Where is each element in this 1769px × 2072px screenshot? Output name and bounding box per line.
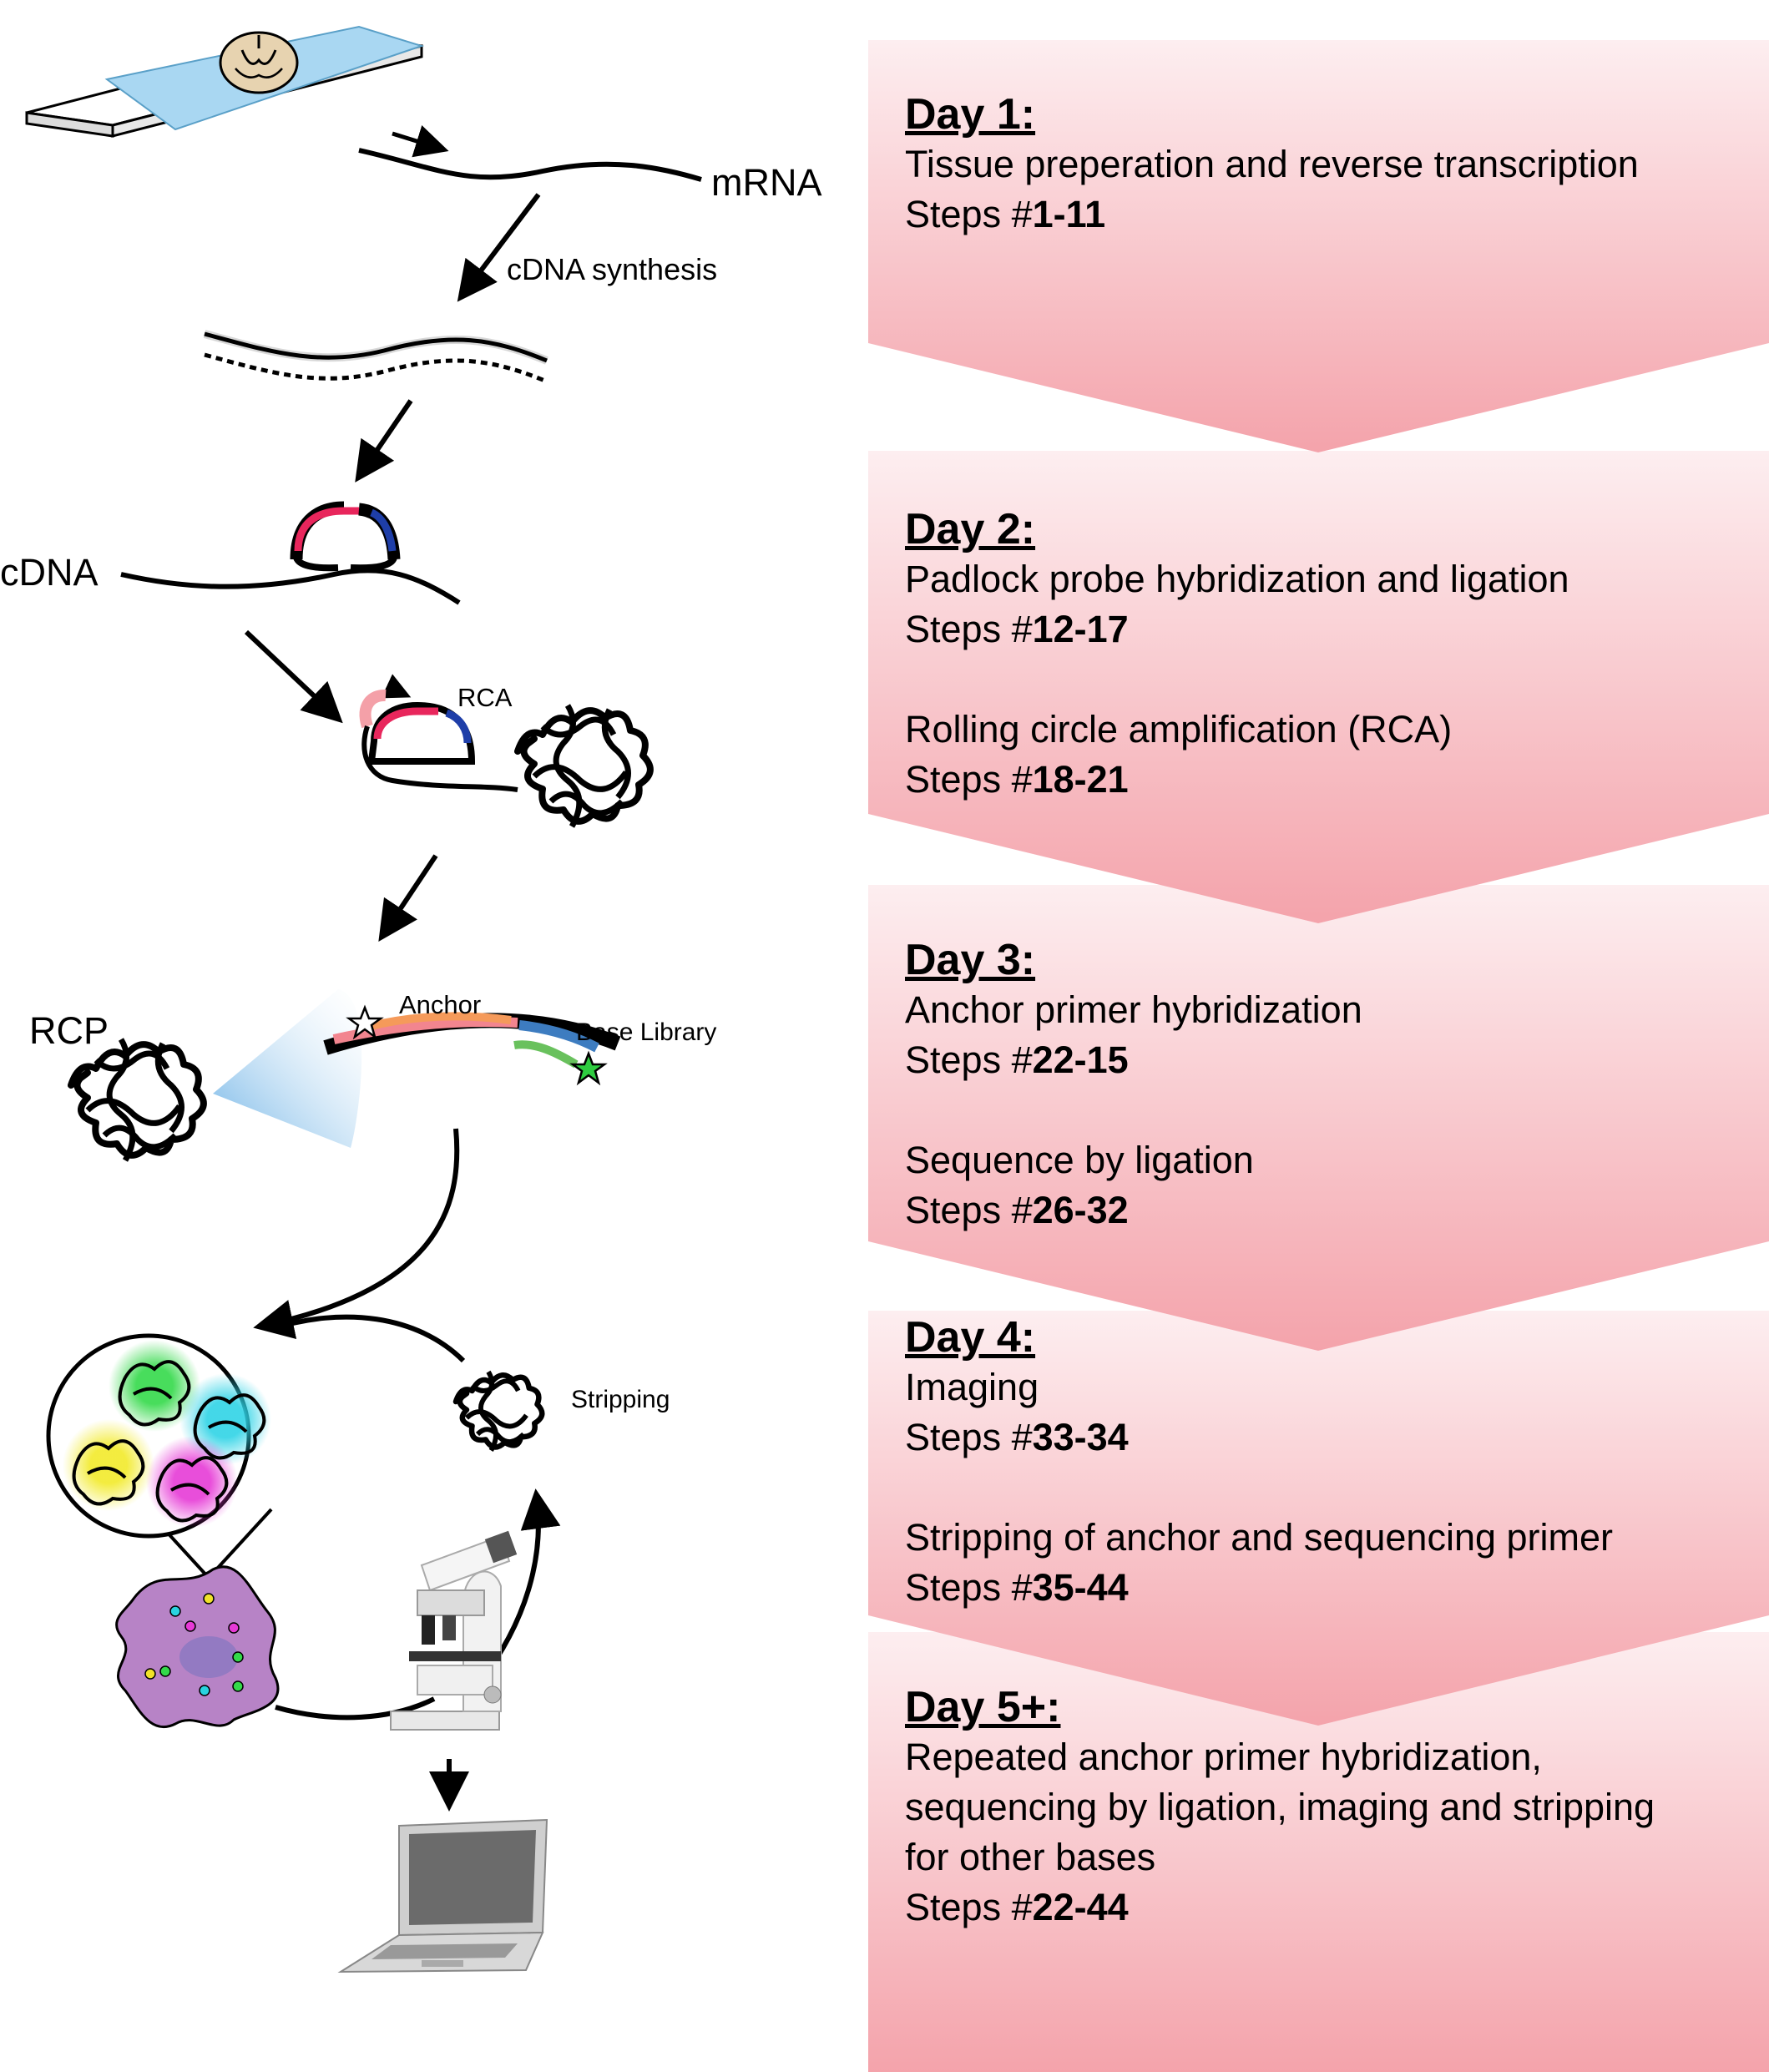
tissue-section-icon <box>219 31 299 94</box>
steps-line: Steps #12-17 <box>905 604 1569 654</box>
day1-chevron <box>868 40 1769 452</box>
arrow-to-rca <box>244 629 343 724</box>
steps-line: Steps #22-15 <box>905 1035 1362 1085</box>
steps-prefix: Steps # <box>905 1566 1033 1609</box>
steps-range: 33-34 <box>1032 1416 1129 1458</box>
steps-prefix: Steps # <box>905 1416 1033 1458</box>
steps-line: Steps #35-44 <box>905 1563 1613 1613</box>
steps-prefix: Steps # <box>905 1189 1033 1231</box>
day-title: Day 2: <box>905 505 1036 553</box>
arrow-to-anchor <box>378 854 438 942</box>
rcp-coil-icon <box>68 1038 207 1162</box>
spacer <box>905 1463 1613 1513</box>
steps-range: 26-32 <box>1032 1189 1129 1231</box>
task-description: Tissue preperation and reverse transcrip… <box>905 143 1639 185</box>
glass-slide <box>25 25 425 138</box>
day5-chevron <box>868 1632 1769 2072</box>
task-description: Imaging <box>905 1366 1039 1408</box>
magnified-rcps <box>46 1333 273 1580</box>
steps-prefix: Steps # <box>905 1039 1033 1081</box>
steps-range: 22-15 <box>1032 1039 1129 1081</box>
task-description: Padlock probe hybridization and ligation <box>905 558 1569 600</box>
anchor-hybridization <box>213 989 621 1148</box>
steps-line: Steps #1-11 <box>905 190 1639 240</box>
padlock-probe <box>120 501 461 605</box>
steps-range: 1-11 <box>1032 193 1106 235</box>
cell-icon <box>115 1565 280 1729</box>
laptop-icon <box>337 1818 548 1973</box>
arrow-stripping-to-cycle <box>270 1314 466 1363</box>
steps-range: 18-21 <box>1032 758 1129 801</box>
cdna-duplex <box>203 330 548 384</box>
day4-chevron <box>868 1311 1769 1726</box>
primer-arrow <box>392 125 449 158</box>
steps-prefix: Steps # <box>905 193 1033 235</box>
task-description: Sequence by ligation <box>905 1139 1254 1181</box>
day-title: Day 1: <box>905 90 1036 139</box>
task-description: Rolling circle amplification (RCA) <box>905 708 1453 750</box>
day3-chevron <box>868 885 1769 1351</box>
stripping-label: Stripping <box>571 1386 670 1413</box>
steps-prefix: Steps # <box>905 758 1033 801</box>
mrna-label: mRNA <box>711 161 822 204</box>
day-title: Day 5+: <box>905 1683 1061 1731</box>
arrow-cell-to-microscope <box>275 1696 436 1721</box>
base-library-label: Base Library <box>576 1018 717 1046</box>
green-rcp-icon <box>109 1340 200 1432</box>
task-description: for other bases <box>905 1836 1156 1878</box>
steps-range: 35-44 <box>1032 1566 1129 1609</box>
task-description: Repeated anchor primer hybridization, <box>905 1736 1542 1778</box>
arrow-to-padlock <box>355 399 413 483</box>
steps-line: Steps #18-21 <box>905 755 1569 805</box>
rcp-label: RCP <box>29 1009 109 1052</box>
rca-rcp-coil-icon <box>514 704 654 828</box>
microscope-icon <box>390 1530 518 1731</box>
spacer <box>905 1085 1362 1135</box>
day1-block: Day 1:Tissue preperation and reverse tra… <box>905 89 1639 240</box>
day2-chevron <box>868 451 1769 923</box>
day-chevrons <box>868 40 1769 2072</box>
rca-label: RCA <box>457 683 513 712</box>
spacer <box>905 654 1569 705</box>
day5-block: Day 5+: Repeated anchor primer hybridizat… <box>905 1682 1655 1933</box>
stripping-rcp-icon <box>452 1370 545 1452</box>
day2-block: Day 2: Padlock probe hybridization and li… <box>905 504 1569 805</box>
task-description: Stripping of anchor and sequencing prime… <box>905 1516 1614 1559</box>
steps-range: 22-44 <box>1032 1886 1129 1928</box>
steps-line: Steps #26-32 <box>905 1185 1362 1236</box>
rca-step <box>359 674 518 792</box>
steps-line: Steps #22-44 <box>905 1882 1655 1933</box>
anchor-label: Anchor <box>399 990 482 1019</box>
task-description: sequencing by ligation, imaging and stri… <box>905 1786 1655 1828</box>
mrna-strand <box>358 148 702 182</box>
steps-line: Steps #33-34 <box>905 1412 1613 1463</box>
day-title: Day 3: <box>905 936 1036 984</box>
steps-range: 12-17 <box>1032 608 1129 650</box>
yellow-rcp-icon <box>63 1419 154 1511</box>
steps-prefix: Steps # <box>905 1886 1033 1928</box>
anchor-star-icon <box>346 1004 384 1040</box>
cdna-label: cDNA <box>0 551 99 594</box>
library-star-icon <box>569 1050 608 1086</box>
arrow-cdna-synthesis <box>457 193 541 302</box>
steps-prefix: Steps # <box>905 608 1033 650</box>
day-title: Day 4: <box>905 1313 1036 1362</box>
arrow-to-imaging-cycle <box>253 1128 460 1340</box>
cdna-synthesis-label: cDNA synthesis <box>507 252 718 286</box>
task-description: Anchor primer hybridization <box>905 988 1362 1031</box>
